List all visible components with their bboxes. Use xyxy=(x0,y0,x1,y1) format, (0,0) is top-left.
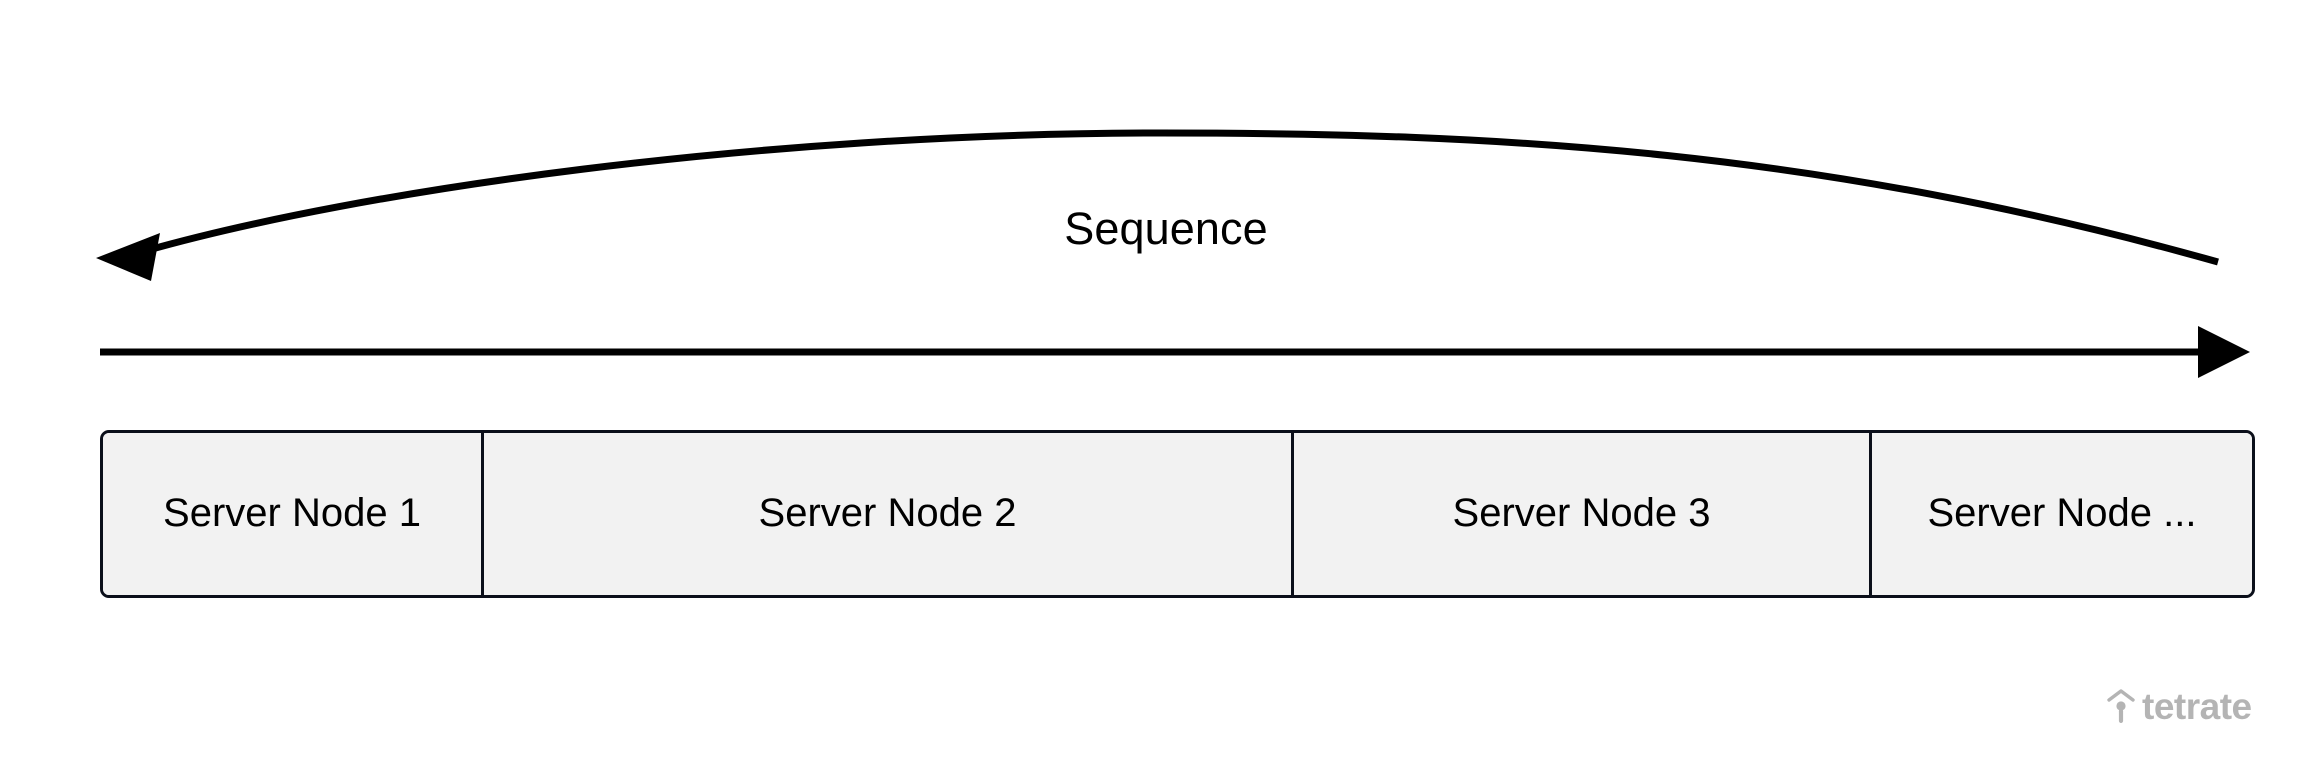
server-node-cell-1[interactable]: Server Node 1 xyxy=(103,433,484,595)
tetrate-arrow-mark-icon xyxy=(2107,689,2135,723)
server-node-bar: Server Node 1 Server Node 2 Server Node … xyxy=(100,430,2255,598)
straight-sequence-arrow xyxy=(100,326,2250,378)
sequence-caption: Sequence xyxy=(0,206,2324,251)
tetrate-watermark: tetrate xyxy=(2106,684,2252,730)
server-node-label-4: Server Node ... xyxy=(1927,490,2197,535)
server-node-cell-4[interactable]: Server Node ... xyxy=(1872,433,2252,595)
server-node-label-3: Server Node 3 xyxy=(1452,490,1711,535)
sequence-caption-text: Sequence xyxy=(1064,203,1268,254)
tetrate-wordmark: tetrate xyxy=(2142,685,2252,727)
server-node-cell-2[interactable]: Server Node 2 xyxy=(484,433,1294,595)
server-node-cell-3[interactable]: Server Node 3 xyxy=(1294,433,1872,595)
straight-arrow-head xyxy=(2198,326,2250,378)
server-node-label-2: Server Node 2 xyxy=(758,490,1017,535)
server-node-label-1: Server Node 1 xyxy=(163,490,421,535)
